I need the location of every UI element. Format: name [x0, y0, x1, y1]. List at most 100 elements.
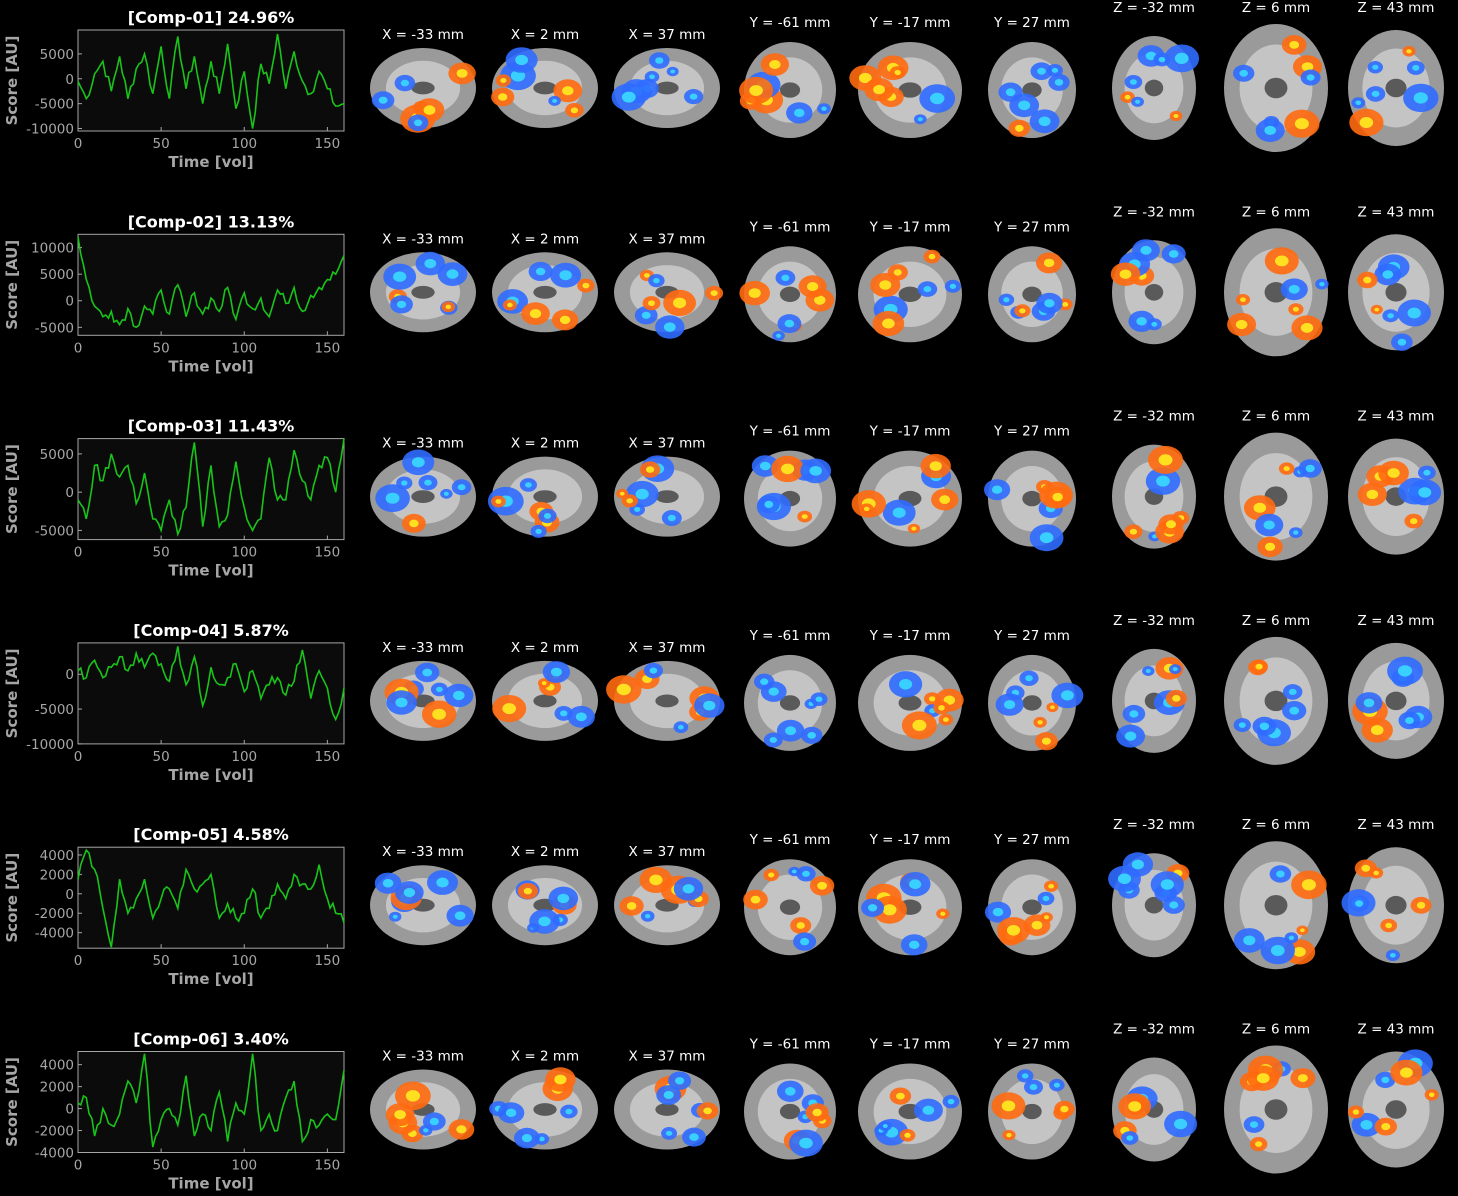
sagittal-slice-icon: X = 37 mm: [606, 640, 725, 741]
slice-label: Z = -32 mm: [1113, 613, 1195, 629]
ventricle: [1144, 896, 1164, 914]
negative-peak: [703, 700, 716, 711]
negative-peak: [645, 914, 651, 919]
positive-peak: [1301, 879, 1316, 891]
positive-peak: [1293, 946, 1306, 957]
ventricle: [1144, 283, 1164, 301]
positive-peak: [626, 498, 633, 504]
coronal-slice-icon: Y = -61 mm: [744, 628, 836, 751]
negative-peak: [1243, 935, 1256, 946]
negative-peak: [1054, 79, 1064, 86]
positive-peak: [1294, 118, 1309, 130]
positive-peak: [1044, 915, 1049, 920]
positive-peak: [748, 288, 761, 298]
negative-peak: [655, 57, 664, 64]
positive-peak: [928, 253, 936, 260]
negative-peak: [663, 1091, 674, 1099]
x-tick-label: 100: [231, 953, 257, 969]
negative-peak: [1169, 901, 1179, 909]
negative-peak: [393, 271, 407, 282]
positive-peak: [710, 290, 718, 296]
coronal-slice-icon: Y = 27 mm: [984, 424, 1076, 552]
negative-peak: [759, 461, 771, 471]
positive-peak: [648, 300, 655, 307]
x-tick-label: 150: [314, 953, 340, 969]
slice-label: Y = 27 mm: [993, 219, 1070, 235]
slice-label: Y = -17 mm: [869, 15, 951, 31]
negative-peak: [1051, 67, 1059, 73]
negative-peak: [1158, 56, 1166, 63]
positive-peak: [904, 1132, 911, 1138]
negative-peak: [649, 74, 655, 80]
negative-peak: [443, 491, 449, 496]
negative-peak: [395, 697, 408, 708]
negative-peak: [802, 870, 810, 877]
negative-peak: [1042, 895, 1050, 902]
slice-label: X = 2 mm: [511, 436, 579, 452]
negative-peak: [538, 916, 551, 927]
plot-area: [77, 233, 345, 336]
x-tick-label: 50: [153, 749, 170, 765]
negative-peak: [457, 484, 466, 491]
slice-label: X = 2 mm: [511, 231, 579, 247]
ventricle: [533, 490, 557, 503]
positive-peak: [1006, 1133, 1012, 1138]
x-axis-label: Time [vol]: [168, 970, 253, 988]
axial-slice-icon: Z = 6 mm: [1224, 817, 1328, 970]
negative-peak: [1129, 710, 1139, 718]
positive-peak: [562, 86, 574, 96]
ventricle: [898, 82, 922, 98]
y-tick-label: 4000: [40, 1058, 74, 1074]
positive-peak: [1366, 489, 1379, 500]
negative-peak: [1117, 873, 1132, 885]
ventricle: [533, 285, 557, 299]
positive-peak: [1015, 124, 1024, 132]
positive-peak: [616, 683, 631, 696]
slice-label: Z = -32 mm: [1113, 1022, 1195, 1038]
score-line: [77, 33, 345, 129]
slice-label: Y = -61 mm: [749, 219, 831, 235]
negative-peak: [908, 940, 920, 949]
negative-peak: [649, 667, 658, 674]
negative-peak: [821, 106, 827, 111]
sagittal-slice-icon: X = -33 mm: [370, 844, 476, 946]
positive-peak: [1300, 928, 1305, 933]
negative-peak: [1293, 530, 1299, 535]
positive-peak: [500, 78, 507, 83]
negative-peak: [1263, 520, 1275, 530]
positive-peak: [943, 717, 949, 722]
ventricle: [1385, 1100, 1407, 1119]
positive-peak: [1406, 49, 1412, 54]
slice-label: X = 2 mm: [511, 1049, 579, 1065]
x-tick-label: 100: [231, 340, 257, 356]
negative-peak: [807, 732, 816, 739]
slice-label: X = -33 mm: [382, 844, 464, 860]
negative-peak: [621, 91, 636, 103]
positive-peak: [1385, 922, 1393, 929]
x-tick-label: 50: [153, 953, 170, 969]
positive-peak: [646, 466, 655, 473]
negative-peak: [634, 507, 641, 512]
y-tick-label: -5000: [35, 320, 74, 336]
ventricle: [779, 695, 801, 711]
negative-peak: [515, 54, 528, 66]
negative-peak: [521, 1134, 533, 1143]
y-tick-label: 0: [65, 1102, 74, 1118]
negative-peak: [1025, 675, 1033, 682]
axial-slice-icon: Z = -32 mm: [1112, 1022, 1198, 1162]
x-tick-label: 0: [74, 340, 83, 356]
axial-slice-icon: Z = 6 mm: [1224, 204, 1329, 357]
negative-peak: [1264, 125, 1276, 135]
y-tick-label: 2000: [40, 867, 74, 883]
coronal-slice-icon: Y = -17 mm: [851, 424, 962, 547]
positive-peak: [405, 1090, 420, 1102]
ventricle: [533, 694, 557, 708]
negative-peak: [543, 513, 552, 519]
slice-label: Z = 43 mm: [1358, 409, 1435, 425]
negative-peak: [423, 1128, 429, 1133]
slice-label: X = 37 mm: [629, 844, 706, 860]
x-axis-label: Time [vol]: [168, 153, 253, 171]
coronal-slice-icon: Y = -61 mm: [744, 424, 836, 547]
positive-peak: [1265, 542, 1276, 551]
score-line: [77, 646, 345, 722]
